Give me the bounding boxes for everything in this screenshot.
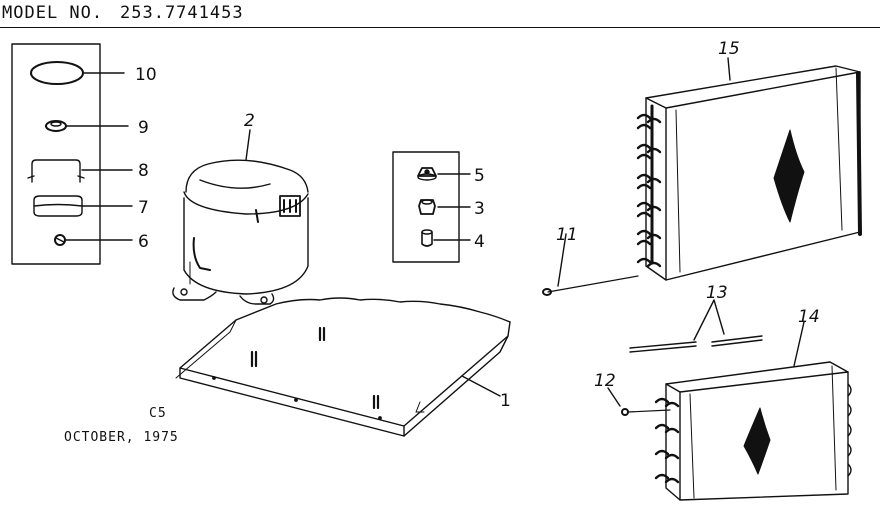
compressor-leader	[245, 129, 251, 161]
callout-12: 12	[594, 371, 616, 391]
part-5-nut	[417, 167, 437, 181]
model-label: MODEL NO.	[2, 3, 104, 23]
callout-7: 7	[138, 198, 149, 218]
part-8-clip	[31, 159, 81, 183]
callout-10: 10	[135, 65, 157, 85]
panel-leader-lines	[65, 72, 133, 241]
condenser-return-bends	[636, 113, 662, 268]
compressor: 2	[172, 111, 309, 305]
callout-13: 13	[706, 283, 728, 303]
small-parts-panel: 10 9 8 7 6	[11, 43, 157, 265]
evaporator-side-bends	[847, 383, 852, 477]
evaporator-coil: 14	[654, 307, 852, 501]
stamp-date: OCTOBER, 1975	[64, 430, 179, 445]
compressor-mount-foot	[172, 287, 217, 301]
part-3-fitting	[418, 199, 436, 215]
base-pan-leader	[461, 375, 501, 397]
capillary-tube: 11	[542, 225, 639, 296]
callout-1: 1	[500, 391, 511, 411]
callout-6: 6	[138, 232, 149, 252]
callout-15: 15	[718, 39, 740, 59]
condenser-fin-shading	[773, 129, 805, 223]
evaporator-leader	[793, 321, 805, 367]
compressor-terminal-box	[279, 195, 301, 217]
callout-9: 9	[138, 118, 149, 138]
condenser-leader	[727, 57, 731, 81]
callout-2: 2	[244, 111, 255, 131]
valve-parts-panel: 5 3 4	[392, 151, 485, 263]
evaporator-fin-shading	[743, 407, 771, 475]
part-7-cover	[33, 195, 83, 217]
header: MODEL NO. 253.7741453	[0, 0, 880, 28]
condenser-coil: 15	[636, 39, 862, 281]
valve-leader-lines	[433, 173, 471, 241]
part-9-grommet	[45, 120, 67, 132]
header-rule	[0, 27, 880, 28]
panel-border	[11, 43, 101, 265]
drier-fitting: 12	[594, 371, 671, 416]
callout-8: 8	[138, 161, 149, 181]
part-4-core	[421, 229, 433, 247]
callout-14: 14	[798, 307, 820, 327]
insulation-strips: 13	[629, 283, 763, 353]
part-10-gasket	[30, 61, 84, 85]
callout-11: 11	[556, 225, 578, 245]
evaporator-return-bends	[654, 397, 680, 484]
callout-4: 4	[474, 232, 485, 252]
base-pan: 1	[175, 297, 511, 437]
stamp-code: C5	[149, 406, 167, 421]
model-number: 253.7741453	[120, 3, 244, 23]
callout-3: 3	[474, 199, 485, 219]
callout-5: 5	[474, 166, 485, 186]
part-6-plug	[54, 234, 66, 246]
